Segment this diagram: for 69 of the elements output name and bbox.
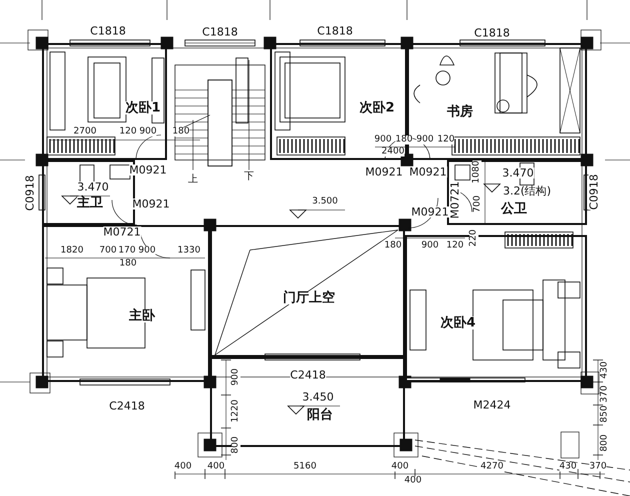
dimension-text: 700 [474,195,482,213]
window-label: C1818 [474,28,510,38]
dimension-text: 120 [119,128,137,136]
room-name: 次卧1 [125,102,161,114]
dimension-text: 900 [139,128,157,136]
dimension-text: 120 [437,136,455,144]
dimension-text: 430 [600,361,610,379]
dimension-text: 400 [404,476,422,486]
dimension-text: 4270 [480,462,504,472]
dimension-text: 400 [207,462,225,472]
dimension-text: 900 [232,368,240,386]
door-label: M0921 [411,206,449,218]
door-label: M2424 [473,400,511,410]
dimension-text: 220 [470,229,478,247]
room-name: 主卧 [129,310,155,322]
stair-direction-text: 下 [244,172,254,182]
dimension-text: 900 [416,136,434,144]
dimension-text: 900 [374,136,392,144]
dimension-text: 1080 [472,160,482,184]
window-label: C0918 [588,174,600,210]
window-label: C1818 [90,26,126,36]
dimension-text: 800 [232,436,240,454]
dimension-text: 170 [118,246,136,256]
dimension-text: 430 [559,462,577,472]
room-name: 书房 [447,106,473,118]
dimension-text: 370 [589,462,607,472]
dimension-text: 180 [395,136,413,144]
dimension-text: 370 [600,385,610,403]
dimension-text: 180 [384,242,402,250]
elevation-value: 3.500 [312,198,338,206]
dimension-text: 2400 [382,148,404,156]
window-label: C2418 [290,370,326,380]
dimension-text: 900 [138,246,156,256]
dimension-text: 2700 [74,128,96,136]
dimension-text: 180 [119,260,137,268]
room-name: 公卫 [501,202,527,216]
dimension-text: 850 [600,405,610,423]
dimension-text: 1330 [178,246,200,256]
door-label: M0921 [132,198,170,210]
dimension-text: 800 [600,434,610,452]
door-label: M0921 [365,166,403,178]
dimension-text: 5160 [294,462,316,472]
elevation-value: 3.470 [502,168,534,178]
dimension-text: 400 [391,462,409,472]
dimension-text: 700 [99,246,117,256]
door-label: M0721 [450,181,460,219]
elevation-value: 3.470 [77,182,109,192]
window-label: C1818 [317,26,353,36]
door-label: M0921 [409,166,447,178]
elevation-value: 3.450 [302,392,334,402]
dimension-text: 1220 [232,400,240,422]
dimension-text: 900 [421,242,439,250]
window-label: C2418 [109,400,145,412]
door-label: M0721 [103,226,141,238]
dimension-text: 180 [172,128,190,136]
window-label: C1818 [202,26,238,38]
dimension-text: 400 [174,462,192,472]
window-label: C0918 [24,175,36,211]
room-name: 门厅上空 [283,292,335,304]
room-name: 主卫 [77,196,103,210]
room-name: 次卧2 [359,102,395,114]
stair-direction-text: 上 [188,175,198,185]
door-label: M0921 [129,164,167,176]
dimension-text: 120 [446,242,464,250]
room-outline [210,225,405,357]
room-name: 次卧4 [440,316,476,330]
dimension-text: 1820 [60,246,84,256]
room-name: 阳台 [307,408,333,422]
elevation-note: 3.2(结构) [502,186,552,196]
